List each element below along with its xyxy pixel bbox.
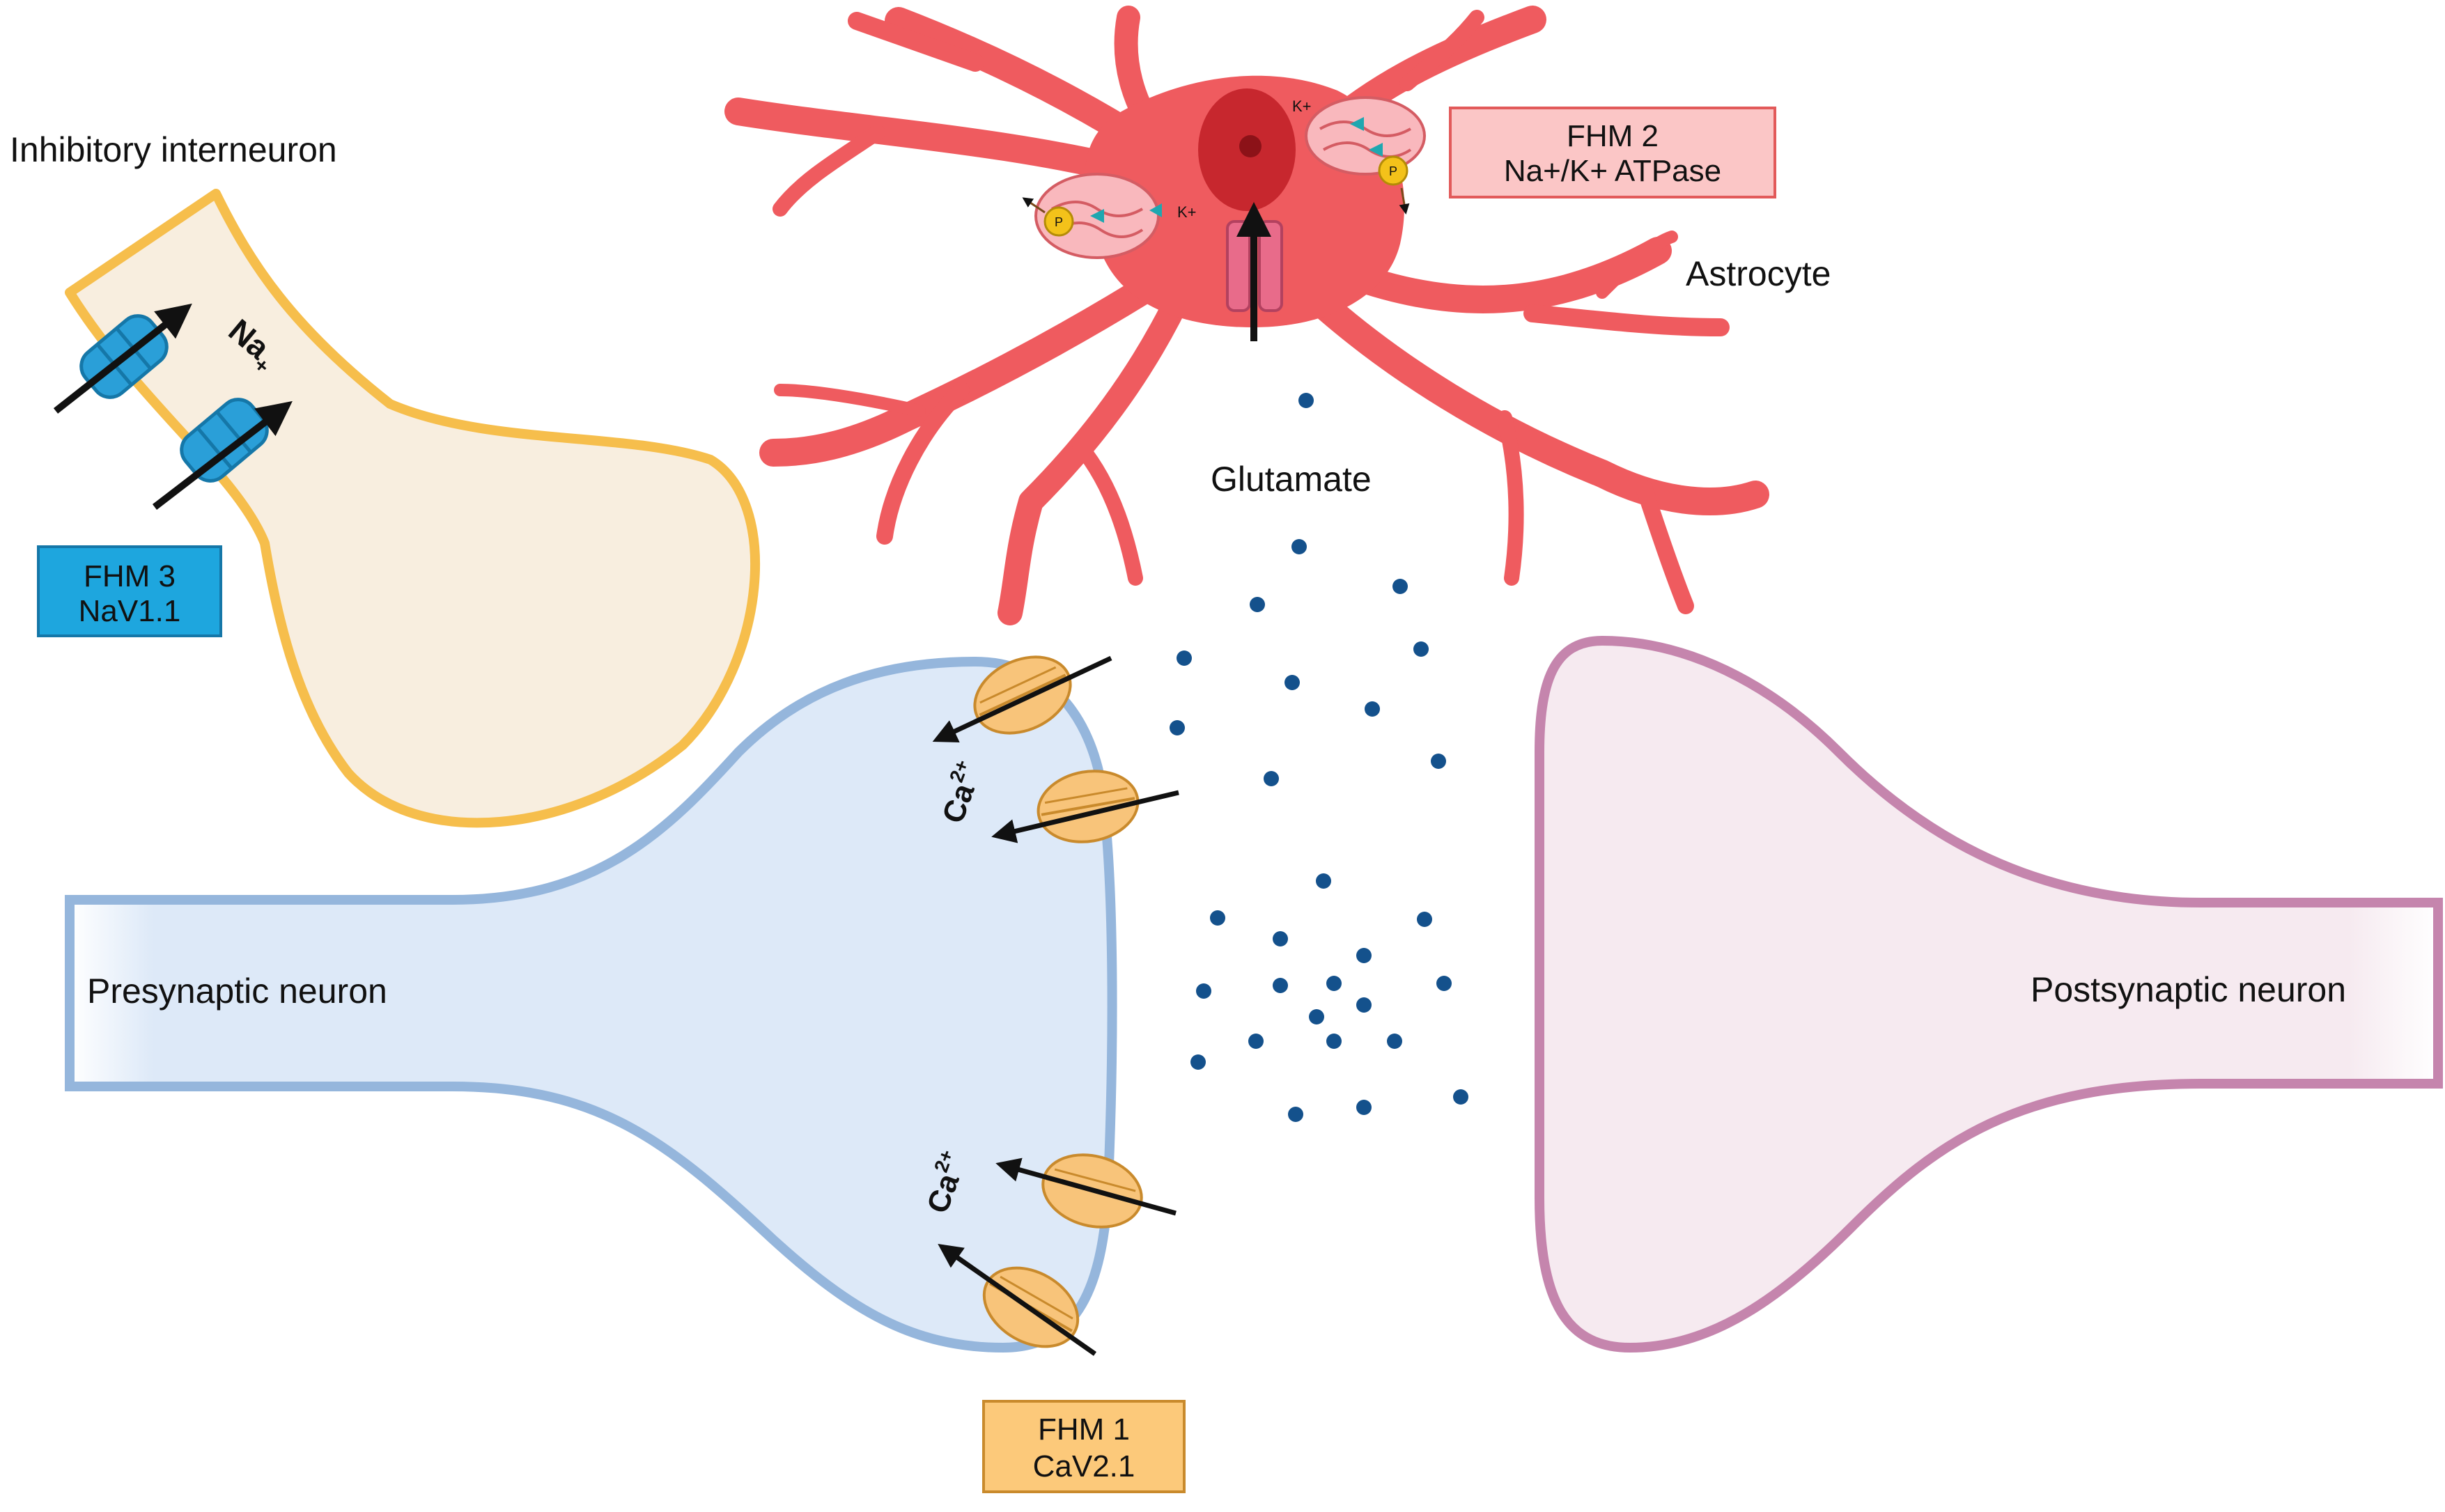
astrocyte-process xyxy=(1497,410,1524,586)
glutamate-dot xyxy=(1264,771,1279,786)
astrocyte-process xyxy=(774,384,926,417)
fhm1-line2: CaV2.1 xyxy=(1033,1449,1135,1483)
cav-channel-1 xyxy=(932,655,1112,742)
glutamate-molecules xyxy=(1170,393,1468,1122)
astrocyte-process xyxy=(724,98,1156,188)
astrocyte-process xyxy=(1296,279,1769,515)
glutamate-dot xyxy=(1356,1100,1372,1115)
fhm3-box: FHM 3 NaV1.1 xyxy=(37,545,222,637)
cav-channel-4 xyxy=(938,1243,1097,1356)
fhm3-line2: NaV1.1 xyxy=(79,594,181,628)
glutamate-dot xyxy=(1392,579,1408,594)
glutamate-dot xyxy=(1291,539,1307,554)
glutamate-dot xyxy=(1210,910,1225,926)
cav-channel-3 xyxy=(995,1153,1177,1229)
glutamate-label: Glutamate xyxy=(1211,460,1372,499)
astrocyte-process xyxy=(773,125,885,217)
astrocyte-process xyxy=(998,273,1197,625)
astrocyte-nucleus xyxy=(1198,88,1296,211)
glutamate-dot xyxy=(1298,393,1314,408)
astrocyte-process xyxy=(759,251,1198,467)
glutamate-dot xyxy=(1413,641,1429,657)
fhm2-box: FHM 2 Na+/K+ ATPase xyxy=(1449,107,1776,198)
fhm1-box: FHM 1 CaV2.1 xyxy=(982,1400,1186,1493)
astrocyte-process xyxy=(1523,304,1730,336)
glutamate-dot xyxy=(1177,650,1192,666)
fhm3-line1: FHM 3 xyxy=(84,559,176,593)
fhm2-line1: FHM 2 xyxy=(1567,119,1659,153)
glutamate-dot xyxy=(1250,597,1265,612)
glutamate-dot xyxy=(1356,948,1372,963)
inhibitory-interneuron-label: Inhibitory interneuron xyxy=(10,130,337,169)
astrocyte-process xyxy=(1596,231,1678,299)
glutamate-transporter xyxy=(1226,202,1283,341)
glutamate-dot xyxy=(1170,720,1185,735)
cav-channel-2 xyxy=(991,770,1179,843)
glutamate-dot xyxy=(1365,701,1380,717)
astrocyte-process xyxy=(848,12,984,72)
glutamate-dot xyxy=(1356,997,1372,1013)
astrocyte-process xyxy=(876,382,970,545)
glutamate-dot xyxy=(1288,1107,1303,1122)
fhm1-line1: FHM 1 xyxy=(1038,1412,1130,1447)
astrocyte-process xyxy=(1399,10,1484,91)
atpase-k-label: K+ xyxy=(1292,98,1312,115)
glutamate-dot xyxy=(1417,912,1432,927)
postsynaptic-neuron-label: Postsynaptic neuron xyxy=(2031,970,2346,1009)
glutamate-dot xyxy=(1387,1034,1402,1049)
atpase-pump-2: K+ P xyxy=(1292,96,1426,215)
glutamate-dot xyxy=(1273,931,1288,946)
glutamate-dot xyxy=(1248,1034,1264,1049)
atpase-p-label: P xyxy=(1389,164,1397,178)
glutamate-dot xyxy=(1196,983,1211,999)
astrocyte-label: Astrocyte xyxy=(1686,254,1831,293)
atpase-p-label: P xyxy=(1055,215,1063,229)
presynaptic-neuron-body xyxy=(65,656,1117,1353)
glutamate-dot xyxy=(1190,1054,1206,1070)
glutamate-dot xyxy=(1436,976,1452,991)
glutamate-dot xyxy=(1326,976,1342,991)
astrocyte xyxy=(724,6,1769,625)
astrocyte-process xyxy=(1072,438,1143,586)
atpase-pump-1: K+ P xyxy=(1022,173,1197,259)
nav-channel-1 xyxy=(53,303,192,414)
atpase-k-label: K+ xyxy=(1177,203,1197,221)
nav-channel-2 xyxy=(152,398,293,510)
inhibitory-interneuron xyxy=(65,189,761,828)
glutamate-dot xyxy=(1453,1089,1468,1105)
interneuron-body xyxy=(65,189,761,828)
glutamate-dot xyxy=(1273,978,1288,993)
glutamate-dot xyxy=(1326,1034,1342,1049)
fhm2-line2: Na+/K+ ATPase xyxy=(1504,154,1721,188)
glutamate-dot xyxy=(1431,754,1446,769)
glutamate-dot xyxy=(1284,675,1300,690)
glutamate-dot xyxy=(1316,873,1331,889)
postsynaptic-neuron-body xyxy=(1534,635,2443,1353)
glutamate-dot xyxy=(1309,1009,1324,1024)
astrocyte-process xyxy=(1636,479,1694,614)
presynaptic-neuron-label: Presynaptic neuron xyxy=(87,972,387,1011)
